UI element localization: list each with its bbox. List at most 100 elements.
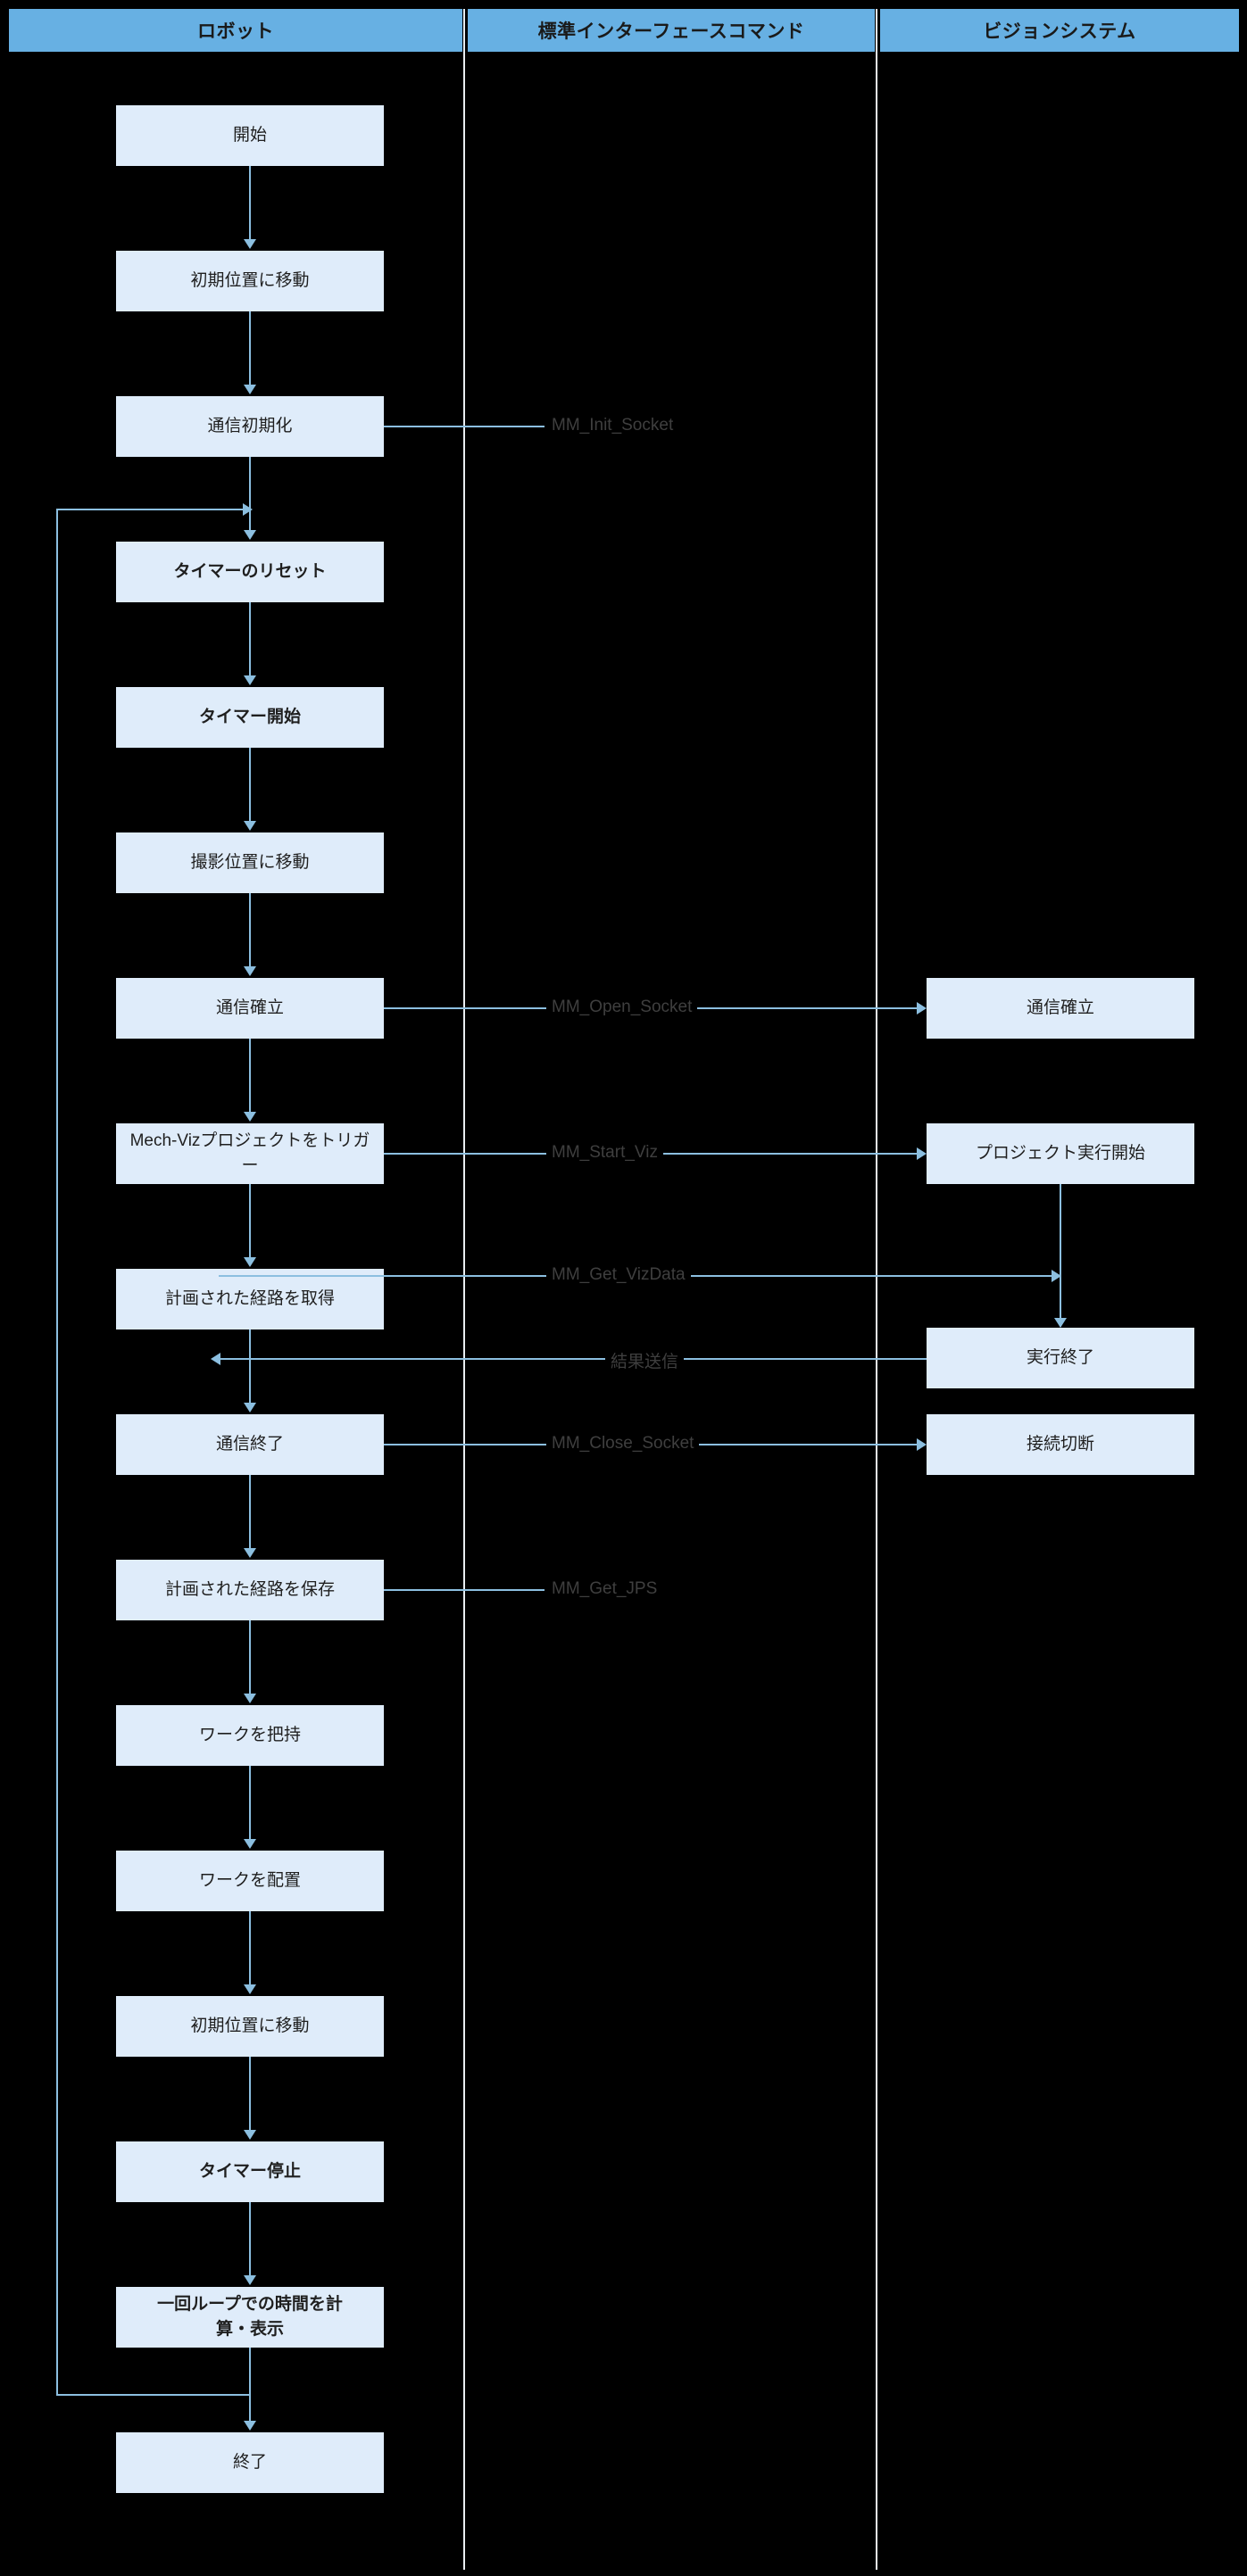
edge-label-mm-close-socket: MM_Close_Socket: [546, 1434, 700, 1454]
loopback-segment-top: [56, 509, 251, 510]
loopback-segment-left: [56, 509, 58, 2396]
arrowhead-move-capture-to-open-comm: [244, 966, 256, 976]
arrowhead-close-socket: [917, 1438, 927, 1451]
connector-calc-time-to-end: [249, 2348, 251, 2422]
arrowhead-pick-to-place: [244, 1839, 256, 1849]
node-end[interactable]: 終了: [116, 2432, 384, 2493]
arrowhead-move-home-1-to-init-comm: [244, 385, 256, 394]
connector-pick-to-place: [249, 1766, 251, 1840]
node-start-label: 開始: [232, 126, 267, 145]
node-calc-time-label: 一回ループでの時間を計算・表示: [157, 2295, 343, 2339]
connector-move-home-2-to-timer-stop: [249, 2057, 251, 2131]
lane-divider-2: [876, 9, 877, 2570]
edge-init-socket-line: [384, 426, 545, 427]
loopback-segment-bottom: [56, 2394, 251, 2396]
arrowhead-save-path-to-pick: [244, 1694, 256, 1703]
node-save-path[interactable]: 計画された経路を保存: [116, 1560, 384, 1620]
lane-header-vision-label: ビジョンシステム: [983, 21, 1136, 42]
arrowhead-timer-start-to-move-capture: [244, 821, 256, 831]
lane-divider-1: [463, 9, 465, 2570]
node-open-comm[interactable]: 通信確立: [116, 978, 384, 1039]
node-move-home-2-label: 初期位置に移動: [190, 2017, 310, 2036]
arrowhead-loopback-to-timer-reset: [243, 503, 253, 516]
node-get-path[interactable]: 計画された経路を取得: [116, 1269, 384, 1329]
node-vision-disconnect-label: 接続切断: [1026, 1435, 1094, 1454]
lane-header-robot: ロボット: [9, 9, 462, 52]
connector-move-capture-to-open-comm: [249, 893, 251, 967]
arrowhead-trigger-viz-to-get-path: [244, 1257, 256, 1267]
connector-save-path-to-pick: [249, 1620, 251, 1694]
node-vision-start-proj-label: プロジェクト実行開始: [975, 1144, 1145, 1164]
edge-label-mm-get-vizdata: MM_Get_VizData: [546, 1265, 691, 1285]
node-close-comm-label: 通信終了: [215, 1435, 284, 1454]
arrowhead-vision-exec-drop: [1054, 1318, 1067, 1328]
node-trigger-viz-label: Mech-Vizプロジェクトをトリガー: [129, 1131, 370, 1175]
connector-vision-start-proj-to-end-exec: [1060, 1184, 1061, 1273]
arrowhead-timer-stop-to-calc-time: [244, 2275, 256, 2285]
node-vision-start-proj[interactable]: プロジェクト実行開始: [927, 1123, 1194, 1184]
node-timer-stop-label: タイマー停止: [198, 2162, 301, 2182]
node-end-label: 終了: [232, 2453, 267, 2472]
node-move-capture[interactable]: 撮影位置に移動: [116, 832, 384, 893]
node-pick[interactable]: ワークを把持: [116, 1705, 384, 1766]
arrowhead-init-comm-to-timer-reset: [244, 530, 256, 540]
edge-get-jps-line: [384, 1589, 545, 1591]
node-init-comm[interactable]: 通信初期化: [116, 396, 384, 457]
edge-send-result-line: [220, 1358, 927, 1360]
node-open-comm-label: 通信確立: [215, 998, 284, 1018]
connector-start-to-move-home-1: [249, 166, 251, 240]
edge-label-mm-start-viz: MM_Start_Viz: [546, 1143, 663, 1163]
node-timer-reset-label: タイマーのリセット: [173, 562, 327, 582]
node-get-path-label: 計画された経路を取得: [164, 1289, 335, 1309]
node-timer-stop[interactable]: タイマー停止: [116, 2141, 384, 2202]
arrowhead-calc-time-to-end: [244, 2421, 256, 2431]
edge-label-mm-get-jps: MM_Get_JPS: [546, 1579, 663, 1599]
arrowhead-send-result: [211, 1353, 220, 1365]
lane-header-robot-label: ロボット: [197, 21, 274, 42]
node-move-home-1[interactable]: 初期位置に移動: [116, 251, 384, 311]
node-vision-end-exec[interactable]: 実行終了: [927, 1328, 1194, 1388]
node-timer-start[interactable]: タイマー開始: [116, 687, 384, 748]
arrowhead-place-to-move-home-2: [244, 1984, 256, 1994]
node-timer-reset[interactable]: タイマーのリセット: [116, 542, 384, 602]
arrowhead-get-path-to-close-comm: [244, 1403, 256, 1412]
lane-header-command: 標準インターフェースコマンド: [468, 9, 875, 52]
arrowhead-start-viz: [917, 1147, 927, 1160]
arrowhead-start-to-move-home-1: [244, 239, 256, 249]
node-place[interactable]: ワークを配置: [116, 1851, 384, 1911]
arrowhead-get-vizdata: [1052, 1270, 1061, 1282]
arrowhead-close-comm-to-save-path: [244, 1548, 256, 1558]
arrowhead-open-socket: [917, 1002, 927, 1015]
node-pick-label: ワークを把持: [198, 1726, 301, 1745]
node-vision-end-exec-label: 実行終了: [1026, 1348, 1094, 1368]
node-close-comm[interactable]: 通信終了: [116, 1414, 384, 1475]
node-vision-open-comm[interactable]: 通信確立: [927, 978, 1194, 1039]
lane-header-vision: ビジョンシステム: [880, 9, 1239, 52]
arrowhead-timer-reset-to-timer-start: [244, 675, 256, 685]
node-move-capture-label: 撮影位置に移動: [190, 853, 310, 873]
node-start[interactable]: 開始: [116, 105, 384, 166]
arrowhead-move-home-2-to-timer-stop: [244, 2130, 256, 2140]
node-trigger-viz[interactable]: Mech-Vizプロジェクトをトリガー: [116, 1123, 384, 1184]
connector-place-to-move-home-2: [249, 1911, 251, 1985]
node-vision-disconnect[interactable]: 接続切断: [927, 1414, 1194, 1475]
node-place-label: ワークを配置: [198, 1871, 301, 1891]
connector-init-comm-to-timer-reset: [249, 457, 251, 531]
node-move-home-2[interactable]: 初期位置に移動: [116, 1996, 384, 2057]
node-init-comm-label: 通信初期化: [207, 417, 293, 436]
connector-move-home-1-to-init-comm: [249, 311, 251, 385]
edge-label-mm-open-socket: MM_Open_Socket: [546, 998, 698, 1017]
node-save-path-label: 計画された経路を保存: [164, 1580, 335, 1600]
connector-close-comm-to-save-path: [249, 1475, 251, 1549]
lane-header-command-label: 標準インターフェースコマンド: [537, 21, 805, 42]
connector-trigger-viz-to-get-path: [249, 1184, 251, 1258]
connector-timer-start-to-move-capture: [249, 748, 251, 822]
node-calc-time[interactable]: 一回ループでの時間を計算・表示: [116, 2287, 384, 2348]
connector-timer-stop-to-calc-time: [249, 2202, 251, 2276]
connector-timer-reset-to-timer-start: [249, 602, 251, 676]
node-vision-open-comm-label: 通信確立: [1026, 998, 1094, 1018]
node-timer-start-label: タイマー開始: [198, 708, 301, 727]
edge-label-mm-init-socket: MM_Init_Socket: [546, 416, 679, 435]
edge-label-send-result: 結果送信: [605, 1348, 685, 1372]
